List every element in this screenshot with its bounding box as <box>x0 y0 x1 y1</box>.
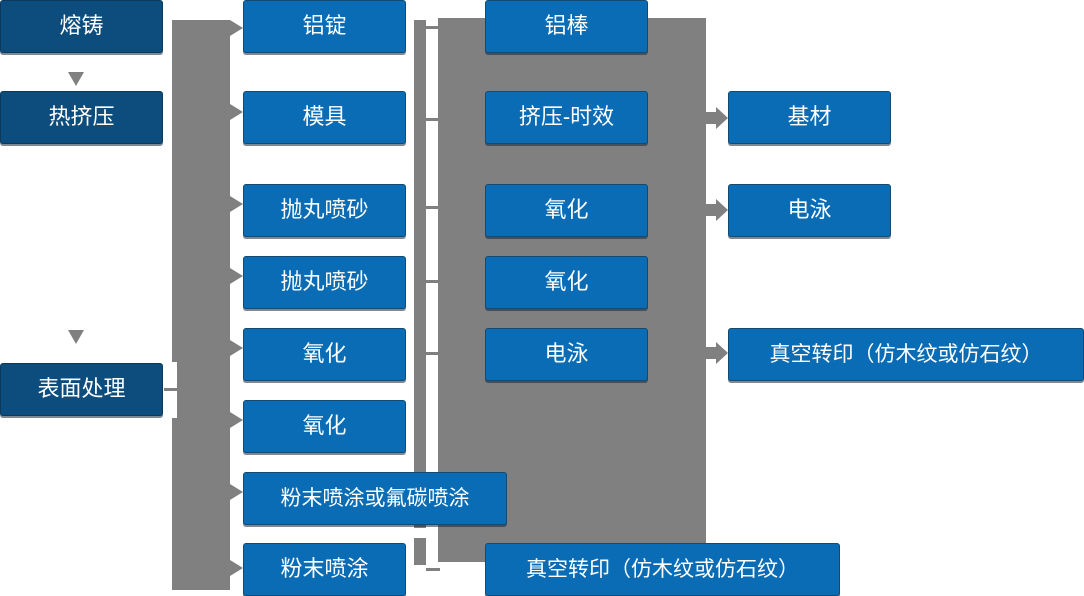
process-node-label: 氧化 <box>544 269 589 295</box>
stage-node-label: 热挤压 <box>48 104 115 130</box>
process-node-aluminum-bar[interactable]: 铝棒 <box>485 0 648 53</box>
material-node-label: 粉末喷涂 <box>280 556 369 582</box>
process-node-vacuum-transfer-print-1[interactable]: 真空转印（仿木纹或仿石纹） <box>485 543 840 596</box>
material-node-oxidation-2[interactable]: 氧化 <box>243 400 406 453</box>
process-node-label: 电泳 <box>544 341 589 367</box>
process-node-label: 真空转印（仿木纹或仿石纹） <box>526 557 799 581</box>
process-node-label: 挤压-时效 <box>518 104 615 130</box>
output-node-label: 电泳 <box>787 197 832 223</box>
output-node-electrophoresis-2[interactable]: 电泳 <box>728 184 891 237</box>
material-node-label: 抛丸喷砂 <box>280 269 369 295</box>
output-node-base-material[interactable]: 基材 <box>728 91 891 144</box>
left-connector-band <box>150 20 243 590</box>
stage-node-surface-treatment[interactable]: 表面处理 <box>0 363 163 416</box>
material-node-shot-blasting-2[interactable]: 抛丸喷砂 <box>243 256 406 309</box>
process-node-label: 铝棒 <box>544 13 589 39</box>
stage-node-melt-cast[interactable]: 熔铸 <box>0 0 163 53</box>
material-node-label: 粉末喷涂或氟碳喷涂 <box>280 486 470 510</box>
material-node-shot-blasting-1[interactable]: 抛丸喷砂 <box>243 184 406 237</box>
process-node-oxidation-3[interactable]: 氧化 <box>485 184 648 237</box>
material-node-oxidation-1[interactable]: 氧化 <box>243 328 406 381</box>
process-node-extrusion-aging[interactable]: 挤压-时效 <box>485 91 648 144</box>
material-node-label: 铝锭 <box>302 13 347 39</box>
process-node-label: 氧化 <box>544 197 589 223</box>
process-node-electrophoresis-1[interactable]: 电泳 <box>485 328 648 381</box>
stage-node-label: 表面处理 <box>37 376 126 402</box>
output-node-label: 基材 <box>787 104 832 130</box>
material-node-label: 模具 <box>302 104 347 130</box>
stage-node-hot-extrusion[interactable]: 热挤压 <box>0 91 163 144</box>
material-node-label: 氧化 <box>302 413 347 439</box>
material-node-powder-or-fluorocarbon-spray[interactable]: 粉末喷涂或氟碳喷涂 <box>243 472 507 525</box>
material-node-powder-spray[interactable]: 粉末喷涂 <box>243 543 406 596</box>
material-node-label: 抛丸喷砂 <box>280 197 369 223</box>
output-node-vacuum-transfer-print-2[interactable]: 真空转印（仿木纹或仿石纹） <box>728 328 1084 381</box>
material-node-label: 氧化 <box>302 341 347 367</box>
material-node-mould[interactable]: 模具 <box>243 91 406 144</box>
output-node-label: 真空转印（仿木纹或仿石纹） <box>769 342 1043 366</box>
material-node-aluminum-ingot[interactable]: 铝锭 <box>243 0 406 53</box>
process-node-oxidation-4[interactable]: 氧化 <box>485 256 648 309</box>
stage-node-label: 熔铸 <box>59 13 104 39</box>
